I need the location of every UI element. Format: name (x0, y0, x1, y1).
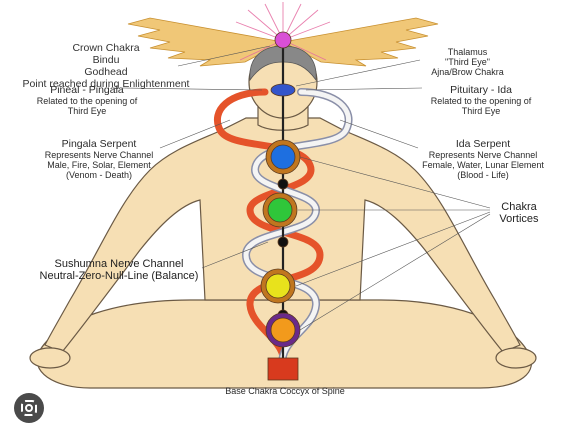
pingala-label: Pingala Serpent Represents Nerve Channel… (38, 138, 160, 180)
pituitary-line-1: Related to the opening of (430, 96, 532, 106)
crown-line-2: Bindu (92, 54, 120, 66)
pituitary-title: Pituitary - Ida (450, 84, 512, 96)
google-lens-icon[interactable] (14, 393, 44, 423)
pingala-line-2: Male, Fire, Solar, Element (47, 160, 151, 170)
pineal-line-1: Related to the opening of (36, 96, 138, 106)
root-chakra (267, 357, 299, 381)
thalamus-line-2: "Third Eye" (445, 57, 490, 67)
pineal-line-2: Third Eye (67, 106, 107, 116)
vortices-line-1: Chakra (501, 201, 537, 213)
thalamus-line-1: Thalamus (447, 47, 488, 57)
pingala-line-1: Represents Nerve Channel (44, 150, 154, 160)
ida-label: Ida Serpent Represents Nerve Channel Fem… (416, 138, 550, 180)
pingala-line-3: (Venom - Death) (65, 170, 133, 180)
thalamus-label: Thalamus "Third Eye" Ajna/Brow Chakra (415, 47, 520, 77)
solar-chakra (265, 273, 291, 299)
ida-line-2: Female, Water, Lunar Element (422, 160, 544, 170)
sushumna-line-1: Sushumna Nerve Channel (54, 258, 184, 270)
lens-glyph (21, 400, 37, 416)
crown-line-4: Point reached during Enlightenment (22, 78, 190, 90)
ida-line-3: (Blood - Life) (457, 170, 509, 180)
pingala-title: Pingala Serpent (61, 138, 137, 150)
wings (127, 17, 439, 67)
leader-lines (121, 45, 491, 331)
sacral-chakra (270, 317, 296, 343)
dot-1 (277, 178, 289, 190)
pituitary-line-2: Third Eye (461, 106, 501, 116)
sushumna-line-2: Neutral-Zero-Null-Line (Balance) (39, 270, 199, 282)
ida-title: Ida Serpent (455, 138, 511, 150)
ida-line-1: Represents Nerve Channel (428, 150, 538, 160)
throat-chakra (270, 144, 296, 170)
crown-chakra-label: Crown Chakra Bindu Godhead Point reached… (14, 42, 198, 90)
pineal-label: Pineal - Pingala Related to the opening … (24, 84, 150, 116)
chakra-vortices-label: Chakra Vortices (484, 201, 554, 225)
thalamus-line-3: Ajna/Brow Chakra (431, 67, 504, 77)
dot-2 (277, 236, 289, 248)
brow-chakra (270, 83, 296, 97)
pingala-serpent (213, 88, 324, 374)
sushumna-label: Sushumna Nerve Channel Neutral-Zero-Null… (30, 258, 208, 282)
chakras (260, 31, 301, 381)
crown-line-3: Godhead (84, 66, 128, 78)
base-chakra-label: Base Chakra Coccyx of Spine (225, 386, 345, 396)
hair (249, 45, 317, 82)
vortices-line-2: Vortices (499, 213, 539, 225)
crown-line-1: Crown Chakra (72, 42, 140, 54)
pineal-title: Pineal - Pingala (50, 84, 124, 96)
pituitary-label: Pituitary - Ida Related to the opening o… (418, 84, 544, 116)
crown-chakra (274, 31, 292, 49)
heart-chakra (267, 197, 293, 223)
